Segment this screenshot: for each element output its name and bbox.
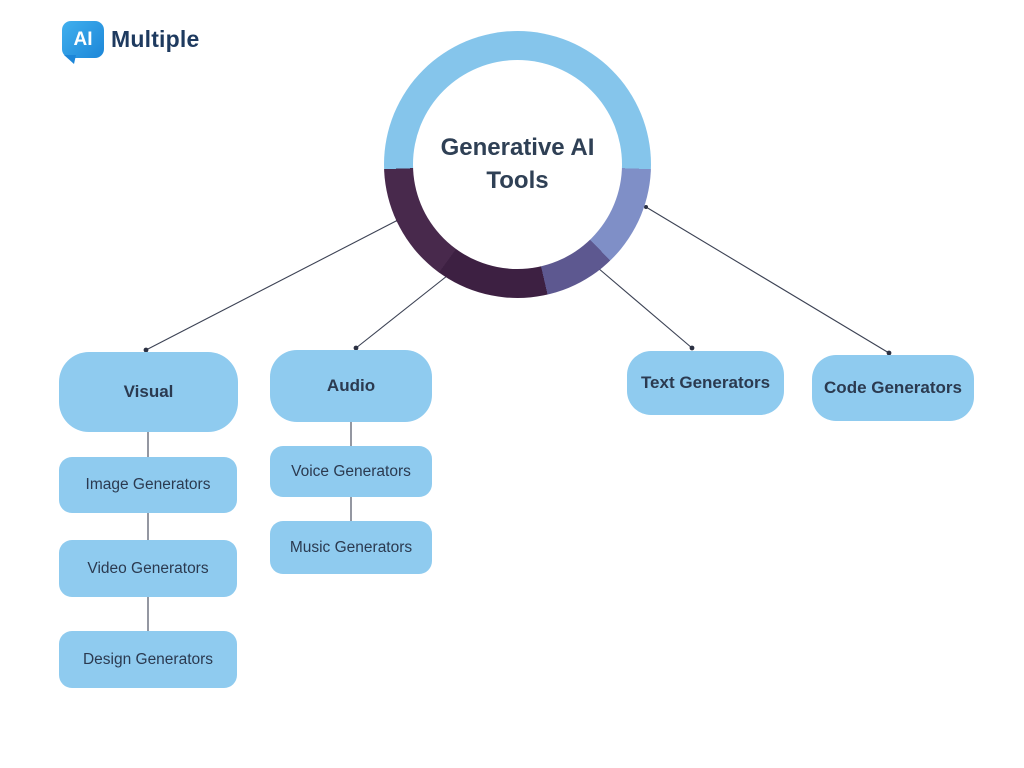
child-box-image-generators: Image Generators [59,457,237,513]
child-box-video-generators: Video Generators [59,540,237,597]
ai-badge-icon: AI [62,21,104,64]
connector-center-visual [145,219,399,351]
category-box-visual: Visual [59,352,238,432]
donut-ring: Generative AI Tools [384,31,651,298]
category-label: Visual [123,382,174,401]
child-box-music-generators: Music Generators [270,521,432,574]
child-label: Image Generators [85,476,211,493]
child-box-design-generators: Design Generators [59,631,237,688]
category-label: Text Generators [640,373,771,392]
child-label: Video Generators [87,559,209,577]
category-box-audio: Audio [270,350,432,422]
connector-center-audio [355,271,453,349]
category-box-code-generators: Code Generators [812,355,974,421]
brand-logo: AI Multiple [62,21,200,64]
child-box-voice-generators: Voice Generators [270,446,432,497]
child-label: Design Generators [82,650,214,668]
category-label: Code Generators [824,378,962,397]
diagram-title: Generative AI Tools [440,134,595,194]
brand-name: Multiple [111,26,200,52]
ai-badge-text: AI [73,28,93,50]
category-box-text-generators: Text Generators [627,351,784,415]
child-label: Music Generators [289,538,413,556]
donut-center: Generative AI Tools [413,60,622,269]
connector-dot [689,345,695,351]
child-label: Voice Generators [291,462,411,480]
connector-center-text [597,267,693,349]
category-label: Audio [326,376,376,395]
connector-dot [644,205,648,209]
connector-center-code [645,206,890,354]
